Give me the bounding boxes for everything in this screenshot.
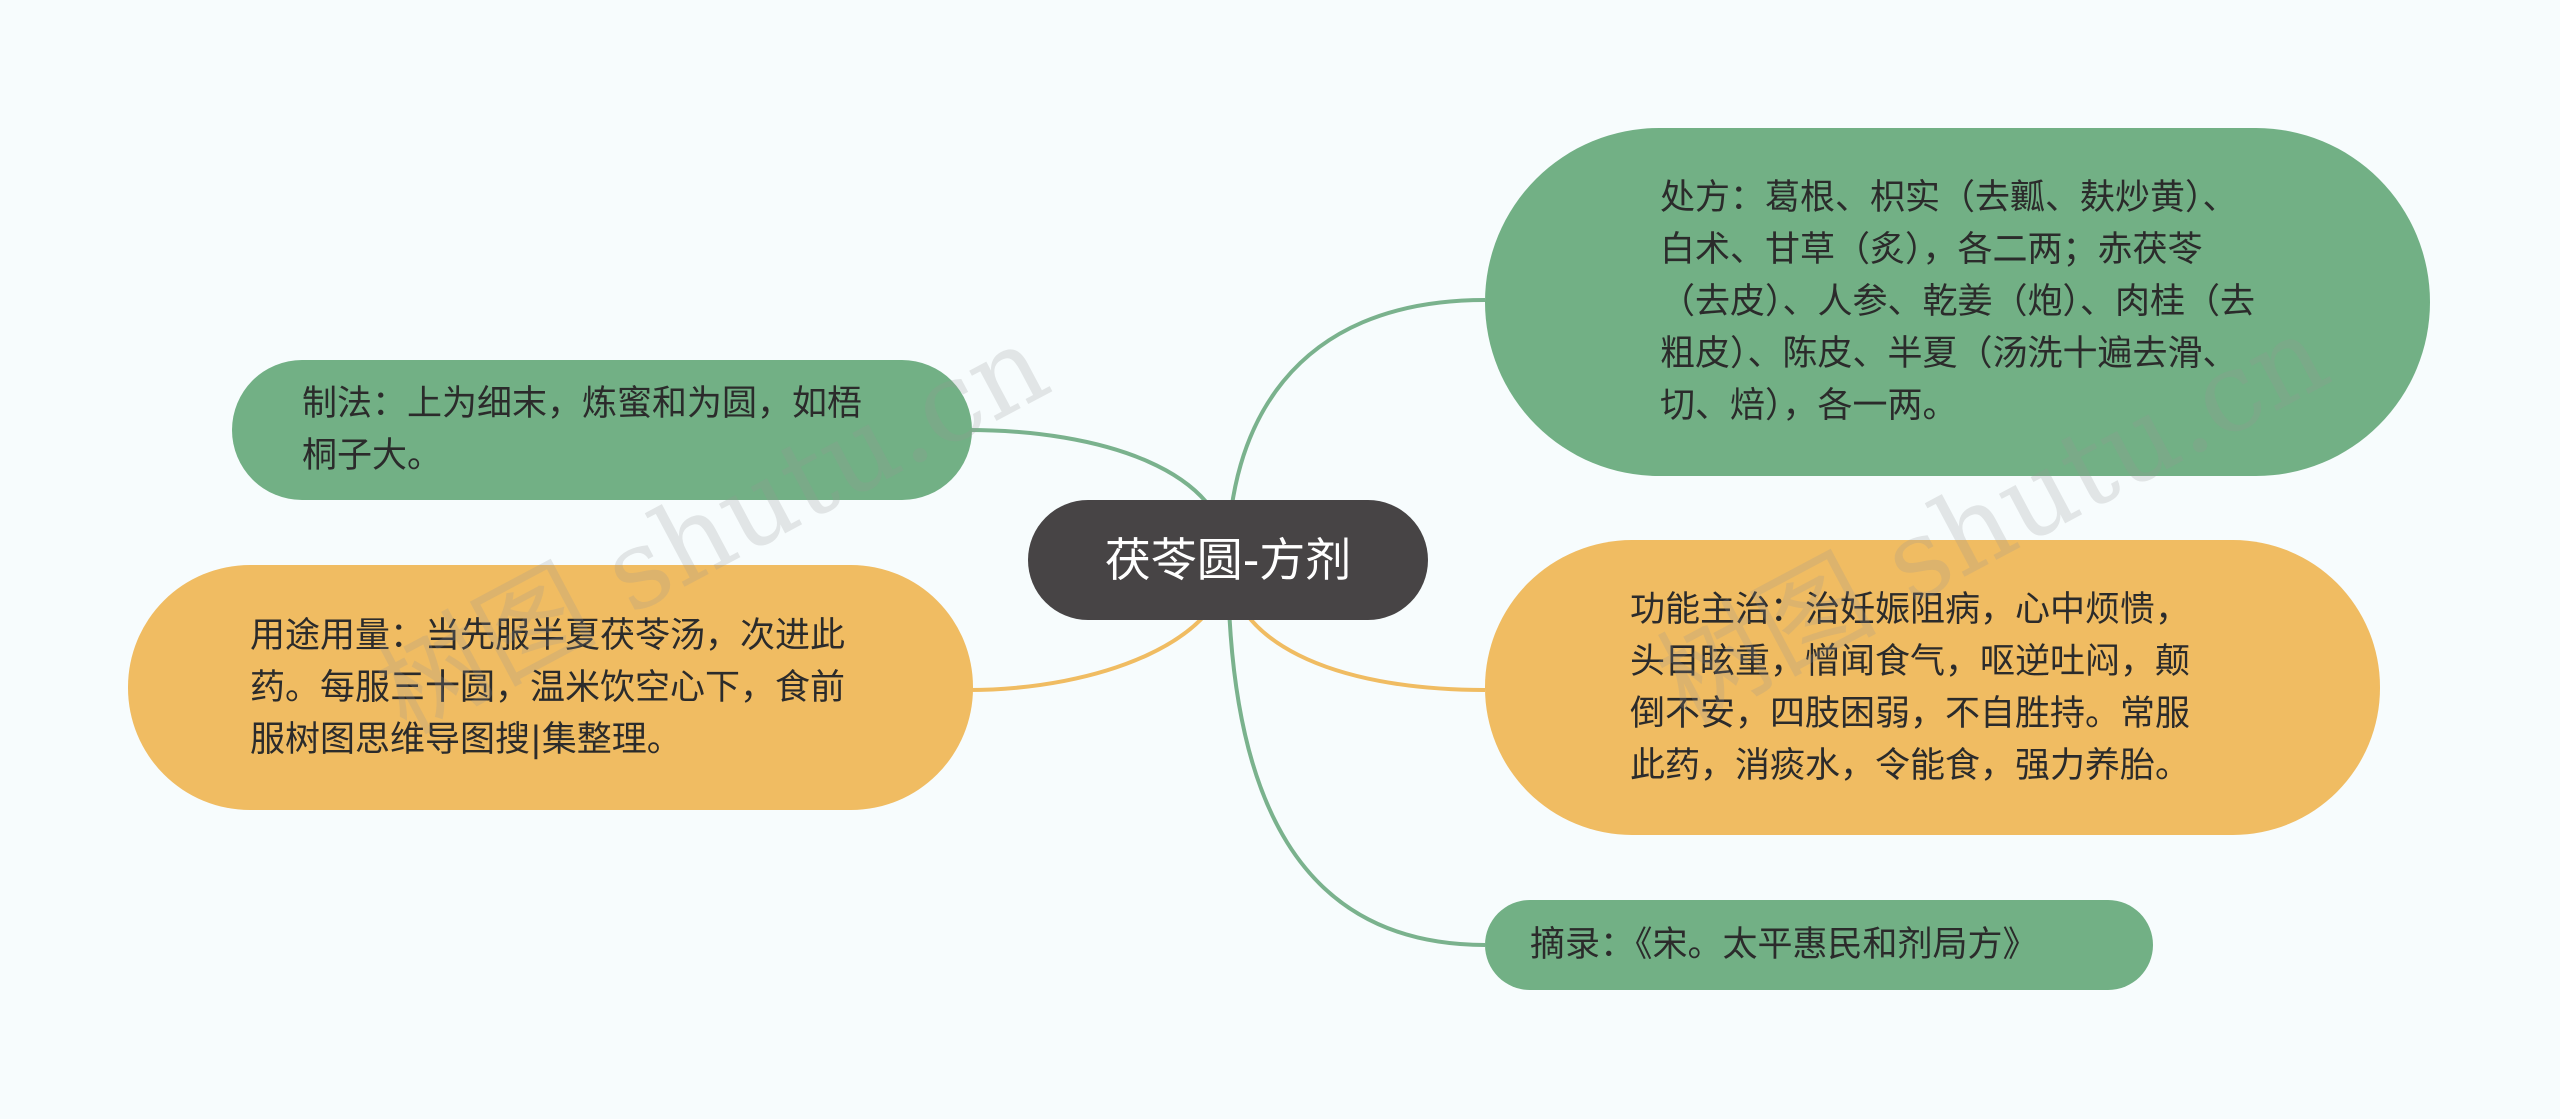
- node-source[interactable]: 摘录：《宋。太平惠民和剂局方》: [1485, 900, 2153, 990]
- node-source-text: 摘录：《宋。太平惠民和剂局方》: [1530, 925, 2038, 965]
- node-method[interactable]: 制法：上为细末，炼蜜和为圆，如梧桐子大。: [232, 360, 972, 500]
- central-topic[interactable]: 茯苓圆-方剂: [1028, 500, 1428, 620]
- node-prescription[interactable]: 处方：葛根、枳实（去瓤、麸炒黄）、白术、甘草（炙），各二两；赤茯苓（去皮）、人参…: [1485, 128, 2430, 476]
- node-prescription-text: 处方：葛根、枳实（去瓤、麸炒黄）、白术、甘草（炙），各二两；赤茯苓（去皮）、人参…: [1660, 178, 2256, 426]
- node-indications-text: 功能主治：治妊娠阻病，心中烦愦，头目眩重，憎闻食气，呕逆吐闷，颠倒不安，四肢困弱…: [1630, 589, 2191, 786]
- link-source: [1226, 559, 1486, 947]
- node-indications[interactable]: 功能主治：治妊娠阻病，心中烦愦，头目眩重，憎闻食气，呕逆吐闷，颠倒不安，四肢困弱…: [1485, 540, 2380, 835]
- node-usage[interactable]: 用途用量：当先服半夏茯苓汤，次进此药。每服三十圆，温米饮空心下，食前服树图思维导…: [128, 565, 973, 810]
- node-method-text: 制法：上为细末，炼蜜和为圆，如梧桐子大。: [302, 384, 863, 476]
- node-usage-text: 用途用量：当先服半夏茯苓汤，次进此药。每服三十圆，温米饮空心下，食前服树图思维导…: [250, 615, 846, 760]
- central-topic-title: 茯苓圆-方剂: [1104, 533, 1352, 587]
